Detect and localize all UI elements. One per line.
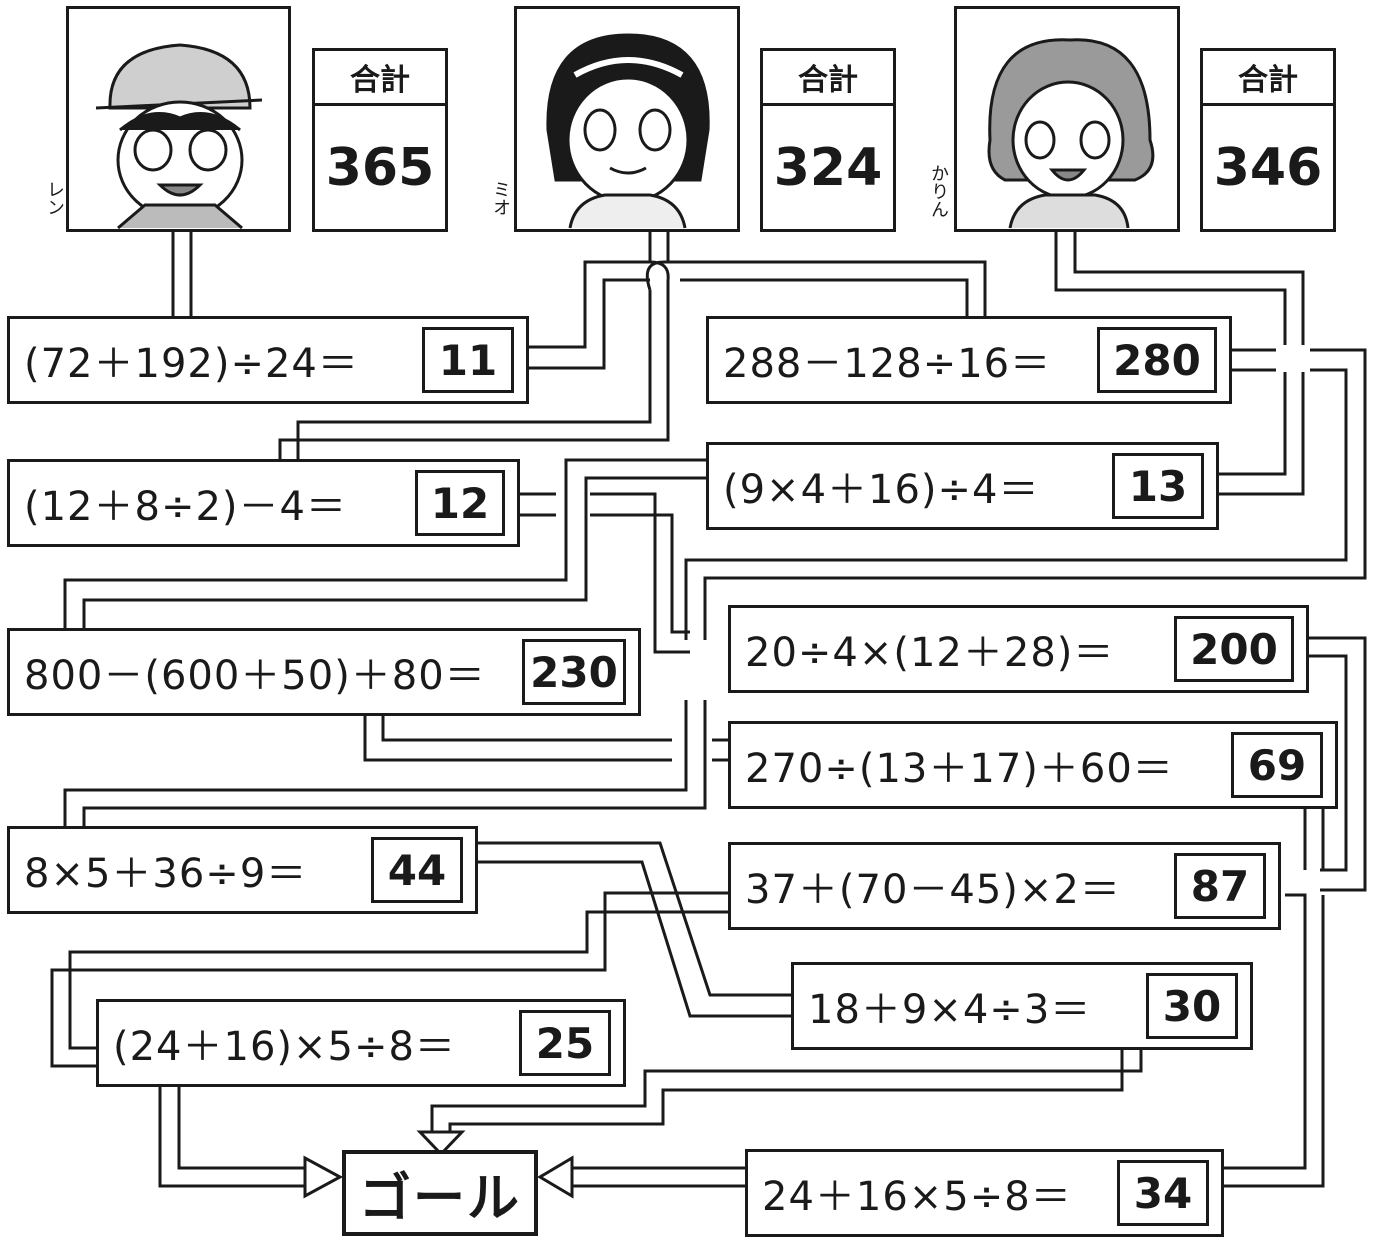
path-eq12-exit	[572, 1168, 745, 1186]
karin-name: かりん	[924, 164, 948, 218]
equation-expression: 288－128÷16＝	[723, 319, 1051, 401]
karin-total-value: 346	[1203, 106, 1333, 229]
equation-answer: 280	[1097, 327, 1217, 393]
equation-expression: 800－(600＋50)＋80＝	[24, 631, 486, 713]
equation-answer: 230	[522, 639, 626, 705]
path-eq1-exit	[527, 262, 650, 368]
ren-name: レン	[40, 180, 64, 216]
equation-box: 20÷4×(12＋28)＝ 200	[728, 605, 1309, 693]
equation-expression: 37＋(70－45)×2＝	[745, 845, 1121, 927]
equation-box: 8×5＋36÷9＝ 44	[7, 826, 478, 914]
ren-total-box: 合計 365	[312, 48, 448, 232]
equation-answer: 34	[1117, 1160, 1209, 1226]
equation-expression: 270÷(13＋17)＋60＝	[745, 724, 1174, 806]
goal-arrow-right	[540, 1158, 572, 1196]
mio-total-box: 合計 324	[760, 48, 896, 232]
karin-total-label: 合計	[1203, 51, 1333, 106]
equation-expression: 24＋16×5÷8＝	[762, 1152, 1072, 1234]
goal-box: ゴール	[342, 1150, 538, 1236]
equation-box: 270÷(13＋17)＋60＝ 69	[728, 721, 1338, 809]
equation-box: 37＋(70－45)×2＝ 87	[728, 842, 1281, 930]
equation-expression: 8×5＋36÷9＝	[24, 829, 307, 911]
path-eq11-exit	[160, 1086, 305, 1186]
equation-expression: (24＋16)×5÷8＝	[113, 1002, 456, 1084]
equation-answer: 200	[1174, 616, 1294, 682]
equation-box: 18＋9×4÷3＝ 30	[791, 962, 1253, 1050]
equation-box: (12＋8÷2)－4＝ 12	[7, 459, 520, 547]
ren-total-label: 合計	[315, 51, 445, 106]
path-mio-c	[668, 262, 985, 318]
equation-answer: 12	[415, 470, 505, 536]
ren-total-value: 365	[315, 106, 445, 229]
equation-expression: (9×4＋16)÷4＝	[723, 445, 1040, 527]
equation-answer: 87	[1174, 853, 1266, 919]
path-ren	[173, 230, 191, 318]
equation-answer: 69	[1231, 732, 1323, 798]
equation-box: (9×4＋16)÷4＝ 13	[706, 442, 1219, 530]
path-mio-a	[650, 230, 668, 262]
equation-expression: (12＋8÷2)－4＝	[24, 462, 347, 544]
goal-arrow-left	[305, 1158, 340, 1196]
path-mid-left	[65, 700, 705, 826]
equation-answer: 44	[371, 837, 463, 903]
equation-expression: (72＋192)÷24＝	[24, 319, 359, 401]
mio-portrait-frame	[514, 6, 740, 232]
equation-box: (24＋16)×5÷8＝ 25	[96, 999, 626, 1087]
equation-box: (72＋192)÷24＝ 11	[7, 316, 529, 404]
equation-expression: 18＋9×4÷3＝	[808, 965, 1091, 1047]
mio-total-label: 合計	[763, 51, 893, 106]
equation-answer: 25	[519, 1010, 611, 1076]
equation-box: 24＋16×5÷8＝ 34	[745, 1149, 1224, 1237]
equation-answer: 13	[1112, 453, 1204, 519]
equation-answer: 11	[422, 327, 514, 393]
karin-portrait-frame	[954, 6, 1180, 232]
equation-box: 288－128÷16＝ 280	[706, 316, 1232, 404]
ren-portrait-frame	[66, 6, 291, 232]
equation-box: 800－(600＋50)＋80＝ 230	[7, 628, 641, 716]
equation-expression: 20÷4×(12＋28)＝	[745, 608, 1114, 690]
mio-total-value: 324	[763, 106, 893, 229]
karin-total-box: 合計 346	[1200, 48, 1336, 232]
equation-answer: 30	[1146, 973, 1238, 1039]
path-eq5-exit	[365, 716, 728, 760]
mio-name: ミオ	[486, 180, 510, 216]
